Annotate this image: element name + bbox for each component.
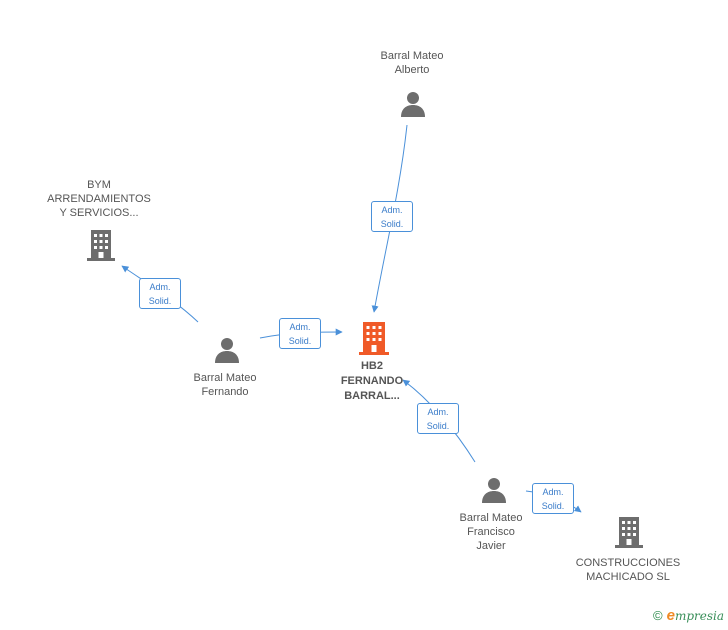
brand-logo-initial: e: [666, 607, 675, 624]
relation-type: Solid.: [148, 296, 172, 306]
relation-type: Solid.: [426, 421, 450, 431]
node-fernando-label: Barral Mateo Fernando: [193, 372, 257, 398]
node-hb2-label: HB2 FERNANDO BARRAL...: [340, 360, 404, 402]
node-hb2[interactable]: HB2 FERNANDO BARRAL...: [330, 359, 414, 404]
relation-type: Solid.: [288, 336, 312, 346]
relation-role: Adm.: [427, 407, 449, 417]
relation-badge-fernando-bym[interactable]: Adm. Solid.: [139, 278, 181, 309]
building-icon[interactable]: [614, 515, 644, 549]
relation-badge-francisco-hb2[interactable]: Adm. Solid.: [417, 403, 459, 434]
person-icon[interactable]: [399, 90, 427, 118]
relation-role: Adm.: [381, 205, 403, 215]
relation-type: Solid.: [380, 219, 404, 229]
relation-role: Adm.: [149, 282, 171, 292]
node-francisco-label: Barral Mateo Francisco Javier: [459, 512, 523, 552]
person-icon[interactable]: [480, 476, 508, 504]
node-construcciones-label: CONSTRUCCIONES MACHICADO SL: [575, 557, 681, 583]
node-alberto-label: Barral Mateo Alberto: [380, 50, 444, 76]
building-icon[interactable]: [86, 228, 116, 262]
node-francisco[interactable]: Barral Mateo Francisco Javier: [441, 511, 541, 553]
copyright-icon: ©: [653, 608, 663, 623]
relation-badge-francisco-construcciones[interactable]: Adm. Solid.: [532, 483, 574, 514]
relation-badge-fernando-hb2[interactable]: Adm. Solid.: [279, 318, 321, 349]
brand-logo-text: mpresia: [674, 609, 724, 623]
brand-footer: ©empresia: [653, 607, 724, 624]
node-fernando[interactable]: Barral Mateo Fernando: [175, 371, 275, 399]
building-icon[interactable]: [358, 320, 390, 356]
relation-badge-alberto-hb2[interactable]: Adm. Solid.: [371, 201, 413, 232]
relation-role: Adm.: [542, 487, 564, 497]
relation-role: Adm.: [289, 322, 311, 332]
person-icon[interactable]: [213, 336, 241, 364]
node-alberto[interactable]: Barral Mateo Alberto: [362, 49, 462, 77]
node-construcciones[interactable]: CONSTRUCCIONES MACHICADO SL: [573, 556, 683, 584]
relation-type: Solid.: [541, 501, 565, 511]
node-bym-label: BYM ARRENDAMIENTOS Y SERVICIOS...: [47, 179, 151, 219]
node-bym[interactable]: BYM ARRENDAMIENTOS Y SERVICIOS...: [44, 178, 154, 220]
